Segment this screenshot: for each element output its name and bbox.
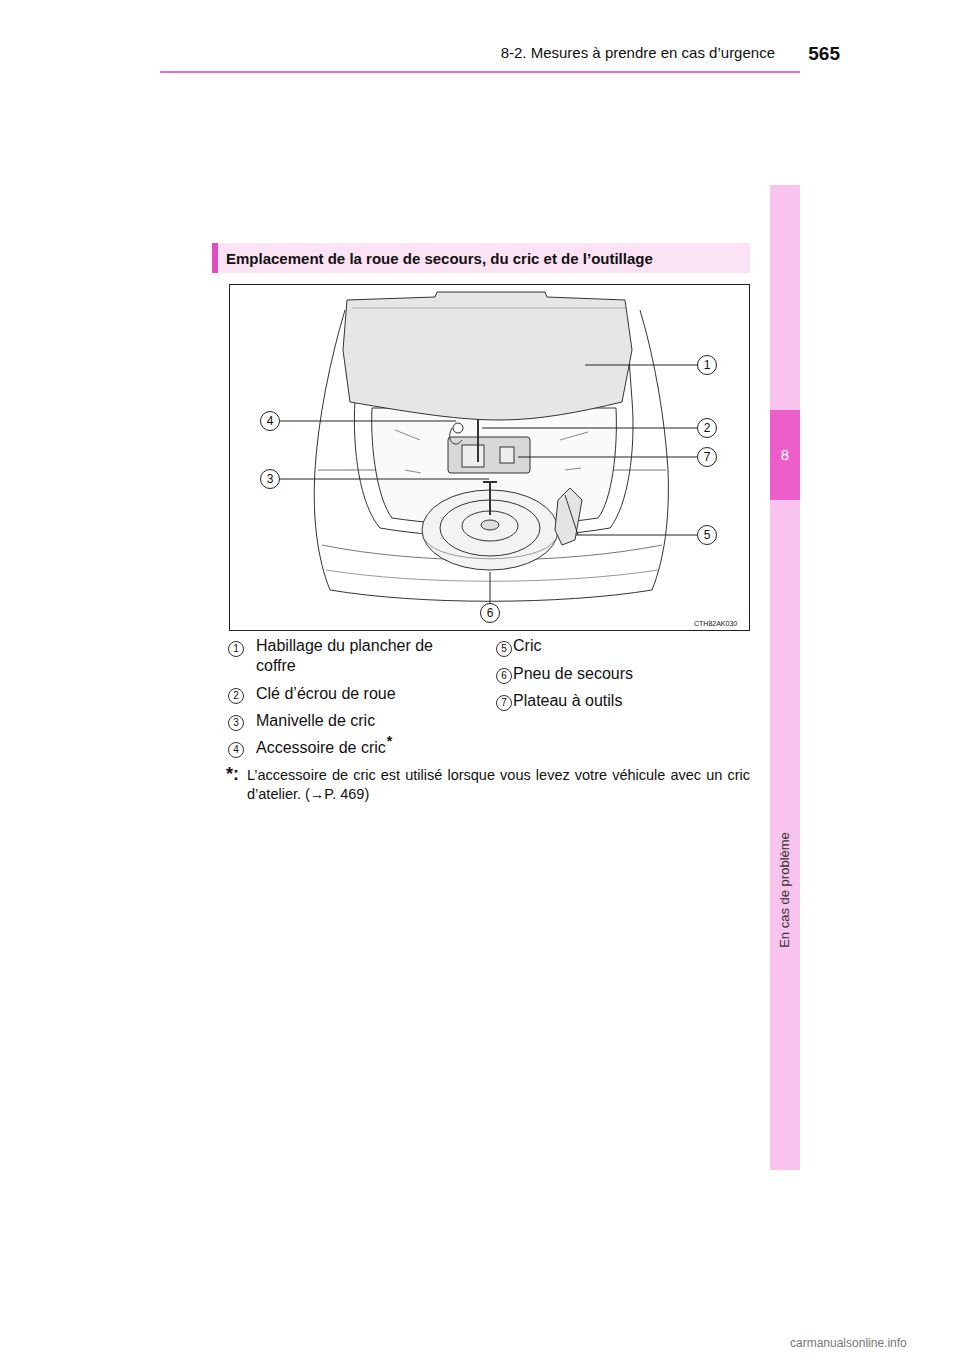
list-number: 5 — [496, 641, 512, 657]
heading-bar — [212, 243, 218, 273]
list-number: 2 — [228, 688, 244, 704]
callout-number: 5 — [697, 525, 717, 545]
list-number: 1 — [228, 641, 244, 657]
callout-number: 3 — [260, 469, 280, 489]
callout-number: 4 — [260, 411, 280, 431]
page-label: * — [387, 733, 392, 751]
part-name: Pneu de secours — [513, 664, 633, 684]
section-heading: Emplacement de la roue de secours, du cr… — [226, 250, 653, 267]
part-name: Cric — [513, 636, 541, 656]
page-label: En cas de problème — [777, 832, 793, 948]
page-label: 8-2. Mesures à prendre en cas d’urgence — [501, 44, 775, 63]
part-name: Manivelle de cric — [256, 711, 375, 731]
callout-number: 6 — [480, 603, 500, 623]
list-number: 4 — [228, 742, 244, 758]
header-rule — [160, 71, 800, 73]
callout-number: 7 — [697, 447, 717, 467]
car-illustration — [314, 292, 668, 601]
part-name: Plateau à outils — [513, 691, 622, 711]
callout-number: 1 — [697, 355, 717, 375]
chapter-tab — [770, 410, 800, 500]
page-label: 8 — [781, 446, 789, 465]
page-label: *: — [226, 763, 239, 786]
page-label: 565 — [808, 42, 840, 66]
list-number: 7 — [496, 695, 512, 711]
figure-frame — [230, 285, 750, 631]
side-tab — [770, 185, 800, 1170]
figure-code: CTH82AK030 — [694, 620, 737, 629]
part-name: Habillage du plancher de coffre — [256, 636, 471, 676]
part-name: Accessoire de cric — [256, 738, 386, 758]
leader-lines — [280, 365, 697, 603]
list-number: 6 — [496, 668, 512, 684]
callout-number: 2 — [697, 418, 717, 438]
part-name: Clé d’écrou de roue — [256, 684, 396, 704]
watermark: carmanualsonline.info — [790, 1336, 907, 1351]
footnote: L’accessoire de cric est utilisé lorsque… — [247, 766, 750, 804]
list-number: 3 — [228, 715, 244, 731]
heading-band — [212, 243, 750, 273]
